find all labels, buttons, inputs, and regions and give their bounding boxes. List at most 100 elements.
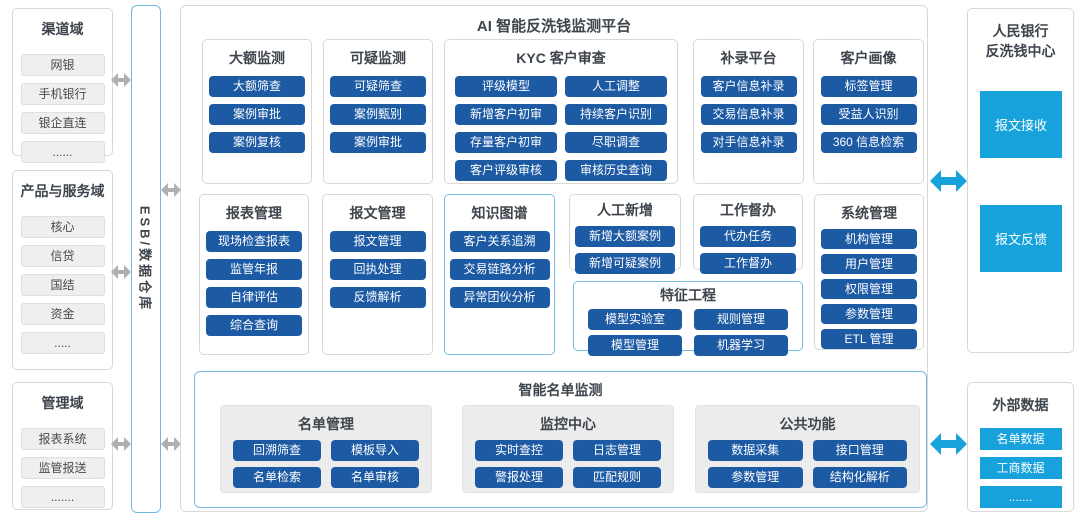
product-item: 国结: [20, 274, 105, 296]
feature-chip: 交易信息补录: [700, 104, 797, 125]
module-knowledge-graph: 知识图谱 客户关系追溯 交易链路分析 异常团伙分析: [444, 194, 555, 355]
module-supplement-platform: 补录平台 客户信息补录 交易信息补录 对手信息补录: [693, 39, 804, 184]
feature-chip: 代办任务: [700, 226, 796, 247]
box-channel-domain: 渠道域 网银 手机银行 银企直连 ......: [12, 8, 113, 163]
pboc-title-line2: 反洗钱中心: [985, 43, 1056, 59]
feature-chip: 回溯筛查: [233, 440, 321, 461]
feature-chip: 反馈解析: [329, 287, 426, 308]
product-item: 信贷: [20, 245, 105, 267]
feature-chip: 尽职调查: [565, 132, 667, 153]
management-domain-title: 管理域: [41, 395, 84, 411]
module-work-supervision: 工作督办 代办任务 工作督办: [693, 194, 803, 274]
feature-chip: 客户信息补录: [700, 76, 797, 97]
feature-chip: 回执处理: [329, 259, 426, 280]
esb-platform-top-arrow-icon: [161, 183, 181, 197]
smart-list-title: 智能名单监测: [518, 382, 603, 398]
feature-chip: 结构化解析: [812, 467, 907, 488]
module-title: 系统管理: [841, 205, 897, 221]
product-item: 资金: [20, 303, 105, 325]
module-title: 知识图谱: [471, 205, 528, 221]
product-item-ellipsis: .....: [20, 332, 105, 354]
feature-chip: 案例审批: [330, 132, 426, 153]
pboc-message-receive-block: 报文接收: [980, 91, 1062, 158]
module-title: 可疑监测: [350, 50, 406, 66]
management-item-ellipsis: .......: [20, 486, 105, 508]
product-service-domain-title: 产品与服务域: [20, 183, 105, 199]
aml-platform-panel: AI 智能反洗钱监测平台 大额监测 大额筛查 案例审批 案例复核 可疑监测 可疑…: [180, 5, 928, 512]
product-esb-arrow-icon: [111, 265, 131, 279]
feature-chip: 综合查询: [206, 315, 302, 336]
box-pboc-aml-center: 人民银行 反洗钱中心 报文接收 报文反馈: [967, 8, 1074, 353]
module-manual-add: 人工新增 新增大额案例 新增可疑案例: [569, 194, 681, 274]
feature-chip: 大额筛查: [209, 76, 305, 97]
management-esb-arrow-icon: [111, 437, 131, 451]
platform-external-arrow-icon: [930, 433, 967, 455]
pboc-title-line1: 人民银行: [992, 23, 1049, 39]
module-suspicious-monitoring: 可疑监测 可疑筛查 案例甄别 案例审批: [323, 39, 433, 184]
feature-chip: 审核历史查询: [565, 160, 667, 181]
feature-chip: 用户管理: [821, 254, 917, 274]
management-item: 报表系统: [20, 428, 105, 450]
module-title: 特征工程: [660, 287, 716, 303]
feature-chip: 存量客户初审: [455, 132, 557, 153]
channel-esb-arrow-icon: [111, 73, 131, 87]
feature-chip: 现场检查报表: [206, 231, 302, 252]
esb-platform-bottom-arrow-icon: [161, 437, 181, 451]
group-monitoring-center: 监控中心 实时查控 日志管理 警报处理 匹配规则: [462, 405, 674, 493]
feature-chip: 新增大额案例: [575, 226, 675, 247]
feature-chip: 360 信息检索: [820, 132, 917, 153]
feature-chip: 案例甄别: [330, 104, 426, 125]
external-data-item-ellipsis: .......: [979, 486, 1062, 508]
channel-item: 手机银行: [20, 83, 105, 105]
feature-chip: 权限管理: [821, 279, 917, 299]
feature-chip: 客户评级审核: [455, 160, 557, 181]
feature-chip: 受益人识别: [820, 104, 917, 125]
module-message-management: 报文管理 报文管理 回执处理 反馈解析: [322, 194, 433, 355]
feature-chip: 报文管理: [329, 231, 426, 252]
section-smart-list-monitoring: 智能名单监测 名单管理 回溯筛查 模板导入 名单检索 名单审核 监控中心 实时查…: [194, 371, 927, 508]
feature-chip: 工作督办: [700, 253, 796, 274]
box-product-service-domain: 产品与服务域 核心 信贷 国结 资金 .....: [12, 170, 113, 370]
channel-item: 银企直连: [20, 112, 105, 134]
feature-chip: 对手信息补录: [700, 132, 797, 153]
feature-chip: 标签管理: [820, 76, 917, 97]
feature-chip: 机器学习: [694, 335, 788, 356]
group-title: 监控中心: [540, 416, 596, 432]
channel-item: 网银: [20, 54, 105, 76]
feature-chip: 参数管理: [708, 467, 803, 488]
feature-chip: 模板导入: [331, 440, 419, 461]
feature-chip: 参数管理: [821, 304, 917, 324]
esb-label: ESB/数据仓库: [137, 205, 153, 313]
module-system-management: 系统管理 机构管理 用户管理 权限管理 参数管理 ETL 管理: [814, 194, 924, 350]
platform-pboc-arrow-icon: [930, 170, 967, 192]
feature-chip: 实时查控: [475, 440, 563, 461]
feature-chip: 监管年报: [206, 259, 302, 280]
feature-chip: 新增可疑案例: [575, 253, 675, 274]
feature-chip: 警报处理: [475, 467, 563, 488]
feature-chip: 名单检索: [233, 467, 321, 488]
module-title: KYC 客户审查: [516, 50, 606, 66]
group-list-management: 名单管理 回溯筛查 模板导入 名单检索 名单审核: [220, 405, 432, 493]
feature-chip: 模型实验室: [588, 309, 682, 330]
feature-chip: 机构管理: [821, 229, 917, 249]
external-data-item: 工商数据: [979, 457, 1062, 479]
esb-data-warehouse-bar: ESB/数据仓库: [131, 5, 161, 513]
feature-chip: 匹配规则: [573, 467, 661, 488]
channel-item-ellipsis: ......: [20, 141, 105, 163]
feature-chip: 日志管理: [573, 440, 661, 461]
product-item: 核心: [20, 216, 105, 238]
feature-chip: 名单审核: [331, 467, 419, 488]
module-title: 报表管理: [226, 205, 282, 221]
group-title: 名单管理: [298, 416, 354, 432]
feature-chip: 交易链路分析: [449, 259, 550, 280]
module-title: 报文管理: [349, 205, 406, 221]
feature-chip: ETL 管理: [821, 329, 917, 349]
module-customer-profile: 客户画像 标签管理 受益人识别 360 信息检索: [813, 39, 924, 184]
feature-chip: 自律评估: [206, 287, 302, 308]
box-external-data: 外部数据 名单数据 工商数据 .......: [967, 382, 1074, 512]
feature-chip: 新增客户初审: [455, 104, 557, 125]
module-kyc-review: KYC 客户审查 评级模型 人工调整 新增客户初审 持续客户识别 存量客户初审 …: [444, 39, 678, 184]
feature-chip: 接口管理: [812, 440, 907, 461]
module-title: 客户画像: [840, 50, 897, 66]
feature-chip: 案例审批: [209, 104, 305, 125]
